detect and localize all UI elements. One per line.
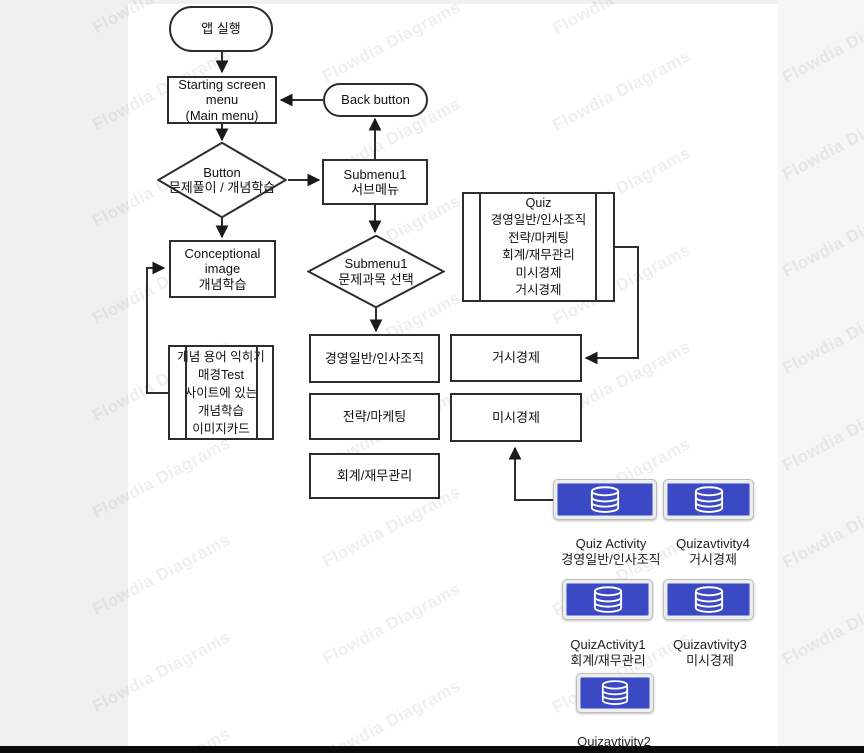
database-box-fill	[557, 483, 653, 516]
predefined-process-bar	[185, 347, 187, 438]
node-back-button: Back button	[323, 83, 428, 117]
database-icon	[590, 485, 620, 513]
node-starting-screen-menu-label: Starting screen menu (Main menu)	[178, 76, 266, 123]
database-box-fill	[667, 483, 750, 516]
node-micro-economics-label: 미시경제	[492, 409, 540, 425]
database-box-fill	[566, 583, 649, 616]
node-strategy-label: 전략/마케팅	[342, 408, 407, 424]
database-icon	[593, 585, 622, 613]
node-back-button-label: Back button	[341, 92, 410, 108]
database-icon	[601, 680, 629, 705]
connector-dbrow-to-micro	[508, 446, 553, 501]
node-strategy: 전략/마케팅	[309, 393, 440, 440]
predefined-process-bar	[595, 194, 597, 300]
node-starting-screen-menu: Starting screen menu (Main menu)	[167, 76, 277, 124]
node-submenu1-label: Submenu1 서브메뉴	[343, 166, 407, 198]
node-accounting: 회계/재무관리	[309, 453, 440, 499]
database-box-quizavtivity2	[576, 673, 654, 713]
node-app-start: 앱 실행	[169, 6, 273, 52]
node-quiz-list-label: Quiz 경영일반/인사조직 전략/마케팅 회계/재무관리 미시경제 거시경제	[490, 195, 587, 298]
predefined-process-bar	[479, 194, 481, 300]
node-concept-cards-label: 개념 용어 익히기 매경Test 사이트에 있는 개념학습 이미지카드	[177, 349, 265, 436]
node-app-start-label: 앱 실행	[201, 21, 241, 37]
node-conceptional-image: Conceptional image 개념학습	[169, 240, 276, 298]
connector-conceptcards-to-conceptional	[146, 261, 168, 394]
node-micro-economics: 미시경제	[450, 393, 582, 442]
database-label-quizactivity1: QuizActivity1 회계/재무관리	[570, 637, 646, 668]
database-icon	[694, 585, 723, 613]
predefined-process-bar	[256, 347, 258, 438]
node-macro-economics-label: 거시경제	[492, 350, 540, 366]
database-box-fill	[667, 583, 750, 616]
database-label-quizavtivity3: Quizavtivity3 미시경제	[673, 637, 747, 668]
database-icon	[694, 485, 723, 513]
database-label-quiz-activity: Quiz Activity 경영일반/인사조직	[561, 536, 661, 567]
node-management-label: 경영일반/인사조직	[324, 350, 425, 366]
diamond-shape	[157, 142, 287, 218]
node-macro-economics: 거시경제	[450, 334, 582, 382]
database-box-quiz-activity	[553, 479, 657, 520]
node-concept-cards: 개념 용어 익히기 매경Test 사이트에 있는 개념학습 이미지카드	[168, 345, 274, 440]
node-submenu1: Submenu1 서브메뉴	[322, 159, 428, 205]
database-box-fill	[580, 677, 650, 709]
database-box-quizactivity1	[562, 579, 653, 620]
database-label-quizavtivity2: Quizavtivity2	[577, 734, 651, 749]
page-right-margin	[778, 0, 864, 753]
connector-quiz-to-macro	[584, 246, 639, 365]
diamond-shape	[307, 235, 445, 308]
node-conceptional-image-label: Conceptional image 개념학습	[184, 245, 261, 292]
node-submenu1-decision-label: Submenu1 문제과목 선택	[338, 256, 414, 287]
node-management: 경영일반/인사조직	[309, 334, 440, 383]
node-submenu1-decision: Submenu1 문제과목 선택	[307, 235, 445, 308]
node-button-decision-label: Button 문제풀이 / 개념학습	[168, 164, 276, 196]
database-box-quizavtivity3	[663, 579, 754, 620]
node-button-decision: Button 문제풀이 / 개념학습	[157, 142, 287, 218]
node-accounting-label: 회계/재무관리	[336, 468, 413, 484]
database-label-quizavtivity4: Quizavtivity4 거시경제	[676, 536, 750, 567]
database-box-quizavtivity4	[663, 479, 754, 520]
node-quiz-list: Quiz 경영일반/인사조직 전략/마케팅 회계/재무관리 미시경제 거시경제	[462, 192, 615, 302]
bottom-black-bar	[0, 746, 864, 753]
